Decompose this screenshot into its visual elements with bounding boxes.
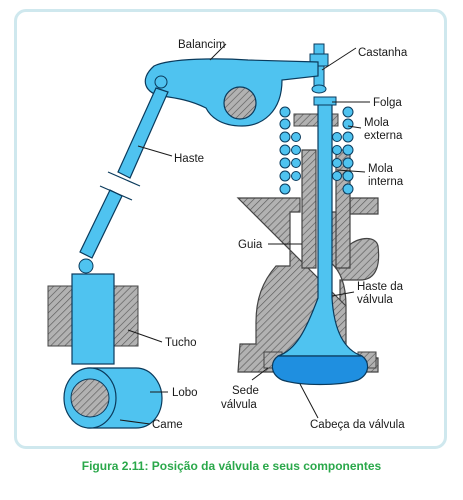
- tappet: [71, 273, 115, 365]
- screw-tip: [311, 84, 327, 94]
- figure-frame: [14, 9, 447, 449]
- label-sede-2: válvula: [221, 399, 257, 411]
- outer-spring: [279, 106, 354, 195]
- label-mola-interna-2: interna: [368, 176, 404, 188]
- label-came: Came: [152, 419, 183, 431]
- label-lobo: Lobo: [172, 387, 198, 399]
- label-haste-valvula-1: Haste da: [357, 281, 404, 293]
- tappet-guide-left: [47, 285, 73, 347]
- label-folga: Folga: [373, 97, 402, 109]
- leader-lines: [119, 43, 370, 425]
- rocker-shaft: [223, 86, 257, 120]
- label-castanha: Castanha: [358, 47, 408, 59]
- label-sede-1: Sede: [232, 385, 259, 397]
- label-tucho: Tucho: [165, 337, 197, 349]
- camshaft-core: [70, 378, 110, 418]
- label-mola-interna-1: Mola: [368, 163, 394, 175]
- label-mola-externa-2: externa: [364, 130, 403, 142]
- valve-cap: [313, 96, 337, 106]
- label-mola-externa-1: Mola: [364, 117, 390, 129]
- tappet-guide-right: [113, 285, 139, 347]
- pushrod-lower: [79, 189, 123, 259]
- label-guia: Guia: [238, 239, 263, 251]
- label-balancim: Balancim: [178, 39, 225, 51]
- label-haste: Haste: [174, 153, 204, 165]
- pushrod-break-marks: [99, 171, 141, 201]
- valve-diagram: Balancim Castanha Folga Mola externa Has…: [47, 39, 408, 431]
- rocker-pivot-ball: [154, 75, 168, 89]
- pushrod-upper: [117, 87, 169, 179]
- valve-head: [271, 355, 369, 386]
- label-haste-valvula-2: válvula: [357, 294, 393, 306]
- inner-spring: [291, 132, 342, 181]
- label-cabeca-valvula: Cabeça da válvula: [310, 419, 405, 431]
- pushrod-ball-end: [78, 258, 94, 274]
- figure-caption: Figura 2.11: Posição da válvula e seus c…: [81, 459, 382, 473]
